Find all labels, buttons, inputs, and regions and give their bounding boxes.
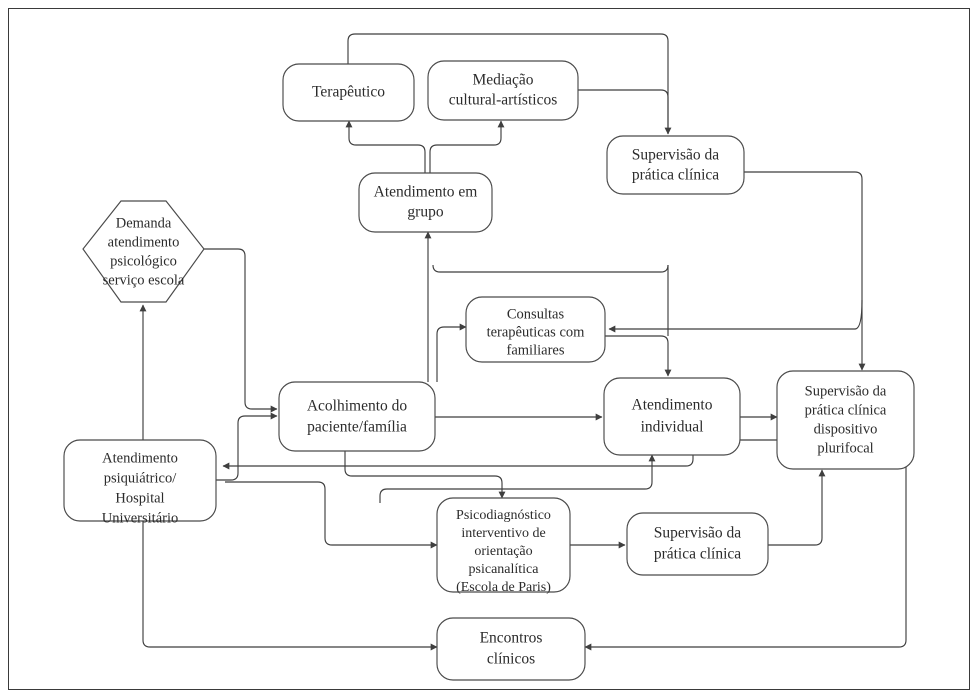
edge-psicodiagnostico-to-individual (379, 454, 656, 503)
edge-psiquiatrico-to-encontros (142, 520, 438, 651)
edge-psiquiatrico-to-acolhimento (216, 412, 278, 481)
node-encontros-label-2: clínicos (487, 651, 535, 668)
node-consultas[interactable]: Consultas terapêuticas com familiares (465, 296, 606, 363)
node-supervisao-bottom[interactable]: Supervisão da prática clínica (626, 512, 769, 576)
node-encontros[interactable]: Encontros clínicos (436, 617, 586, 681)
node-atendimento-psiquiatrico-label-1: Atendimento (102, 450, 178, 466)
node-demanda[interactable]: Demanda atendimento psicológico serviço … (82, 200, 205, 303)
node-supervisao-plurifocal-label-3: dispositivo (814, 421, 878, 437)
node-psicodiagnostico-label-4: psicanalítica (469, 562, 540, 577)
node-demanda-label-2: atendimento (108, 234, 180, 250)
node-consultas-label-3: familiares (507, 342, 565, 358)
node-atendimento-individual[interactable]: Atendimento individual (603, 377, 741, 456)
node-encontros-label-1: Encontros (480, 630, 543, 647)
node-atendimento-individual-label-1: Atendimento (632, 397, 713, 414)
node-demanda-label-1: Demanda (116, 215, 172, 231)
node-acolhimento[interactable]: Acolhimento do paciente/família (278, 381, 436, 452)
node-atendimento-individual-label-2: individual (641, 419, 704, 436)
edge-demanda-to-acolhimento (204, 248, 278, 413)
node-supervisao-top[interactable]: Supervisão da prática clínica (606, 135, 745, 195)
node-atendimento-psiquiatrico[interactable]: Atendimento psiquiátrico/ Hospital Unive… (63, 439, 217, 526)
edge-plurifocal-rail-to-grupo-trunk (432, 264, 669, 273)
node-atendimento-psiquiatrico-label-4: Universitário (102, 510, 179, 526)
node-demanda-label-4: serviço escola (103, 272, 185, 288)
edge-supervisao-bottom-to-plurifocal (768, 469, 826, 546)
node-atendimento-em-grupo-label-2: grupo (407, 204, 443, 221)
node-acolhimento-label-2: paciente/família (307, 419, 407, 436)
node-consultas-label-2: terapêuticas com (487, 324, 586, 340)
node-psicodiagnostico-label-3: orientação (474, 544, 532, 559)
node-mediacao-label-1: Mediação (472, 72, 533, 89)
edge-psiquiatrico-to-psicodiagnostico (225, 481, 438, 549)
node-supervisao-plurifocal[interactable]: Supervisão da prática clínica dispositiv… (776, 370, 915, 470)
node-consultas-label-1: Consultas (507, 306, 565, 322)
node-supervisao-plurifocal-label-2: prática clínica (805, 402, 887, 418)
edge-supervisao-top-to-plurifocal (744, 171, 866, 371)
node-acolhimento-label-1: Acolhimento do (307, 398, 408, 415)
node-mediacao-label-2: cultural-artísticos (449, 92, 557, 109)
node-supervisao-top-label-1: Supervisão da (632, 147, 720, 164)
node-psicodiagnostico[interactable]: Psicodiagnóstico interventivo de orienta… (436, 497, 571, 595)
edge-terapeutico-to-supervisao-top (347, 33, 672, 135)
node-supervisao-bottom-label-2: prática clínica (654, 546, 741, 563)
node-supervisao-top-label-2: prática clínica (632, 167, 719, 184)
node-mediacao[interactable]: Mediação cultural-artísticos (427, 60, 579, 121)
node-demanda-label-3: psicológico (110, 253, 177, 269)
node-terapeutico-label: Terapêutico (312, 84, 385, 101)
node-atendimento-psiquiatrico-label-3: Hospital (115, 490, 164, 506)
edge-acolhimento-to-consultas (436, 323, 467, 382)
edge-right-rail-to-encontros (584, 440, 907, 651)
node-supervisao-bottom-label-1: Supervisão da (654, 525, 742, 542)
node-psicodiagnostico-label-1: Psicodiagnóstico (456, 508, 551, 523)
edge-consultas-to-individual (605, 335, 672, 377)
edge-plurifocal-to-consultas (608, 299, 863, 333)
node-supervisao-plurifocal-label-4: plurifocal (817, 440, 873, 456)
node-supervisao-plurifocal-label-1: Supervisão da (805, 383, 887, 399)
node-atendimento-em-grupo-label-1: Atendimento em (374, 184, 478, 201)
node-psicodiagnostico-label-5: (Escola de Paris) (456, 580, 551, 595)
edge-mediacao-to-supervisao-top (578, 89, 669, 134)
edge-acolhimento-to-psicodiagnostico (344, 451, 506, 499)
edge-grupo-to-mediacao (429, 120, 505, 176)
node-atendimento-em-grupo[interactable]: Atendimento em grupo (358, 172, 493, 233)
node-psicodiagnostico-label-2: interventivo de (461, 526, 545, 541)
edge-grupo-to-terapeutico (345, 120, 426, 176)
node-atendimento-psiquiatrico-label-2: psiquiátrico/ (104, 470, 177, 486)
node-terapeutico[interactable]: Terapêutico (282, 63, 415, 122)
